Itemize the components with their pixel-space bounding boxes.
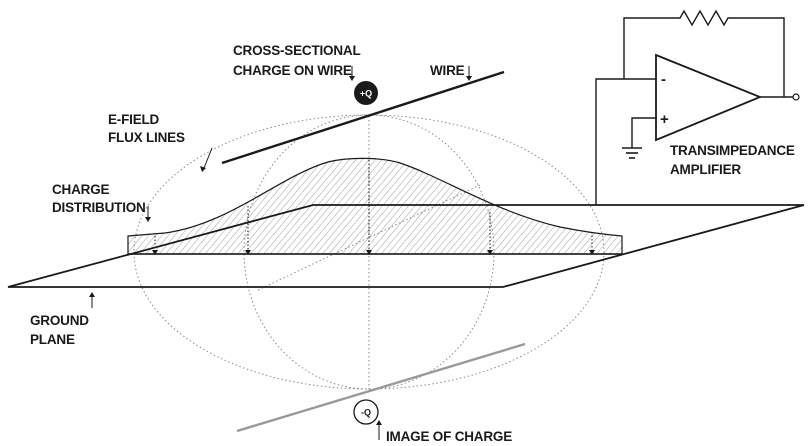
charge-dist-label-line1: CHARGE — [52, 182, 109, 197]
cross-sectional-label-line2: CHARGE ON WIRE — [233, 63, 352, 78]
charge-dist-label-line2: DISTRIBUTION — [52, 200, 146, 215]
negative-charge-label: -Q — [361, 408, 371, 418]
opamp-plus-sign: + — [660, 111, 669, 128]
efield-label-line1: E-FIELD — [108, 112, 160, 127]
ground-plane-label-line2: PLANE — [30, 332, 75, 347]
pointer-arrowheads — [89, 76, 472, 425]
ground-plane — [7, 204, 805, 288]
ground-wire — [631, 117, 656, 148]
feedback-wire-right — [736, 17, 785, 97]
transimpedance-amplifier — [595, 9, 800, 205]
wire — [221, 70, 505, 165]
amplifier-label-line2: AMPLIFIER — [670, 162, 741, 177]
flux-arrowheads — [152, 250, 595, 255]
ground-plane-label-line1: GROUND — [30, 313, 89, 328]
feedback-wire-left — [623, 17, 672, 79]
negative-charge: -Q — [353, 399, 379, 425]
input-wire — [595, 78, 656, 205]
charge-distribution — [127, 157, 623, 255]
efield-label-line2: FLUX LINES — [108, 130, 185, 145]
positive-charge-label: +Q — [360, 89, 372, 99]
cross-sectional-label-line1: CROSS-SECTIONAL — [233, 43, 361, 58]
opamp-minus-sign: - — [661, 71, 666, 88]
opamp-triangle — [655, 53, 763, 142]
efield-arrow — [203, 147, 213, 169]
wire-label: WIRE — [430, 63, 465, 78]
charge-distribution-area — [127, 157, 623, 255]
feedback-resistor — [672, 9, 736, 27]
amplifier-label-line1: TRANSIMPEDANCE — [670, 143, 795, 158]
image-of-charge-label: IMAGE OF CHARGE — [386, 429, 512, 444]
flux-arrows — [154, 160, 593, 252]
output-terminal — [792, 93, 800, 101]
image-wire — [236, 342, 526, 433]
positive-charge: +Q — [354, 81, 378, 105]
